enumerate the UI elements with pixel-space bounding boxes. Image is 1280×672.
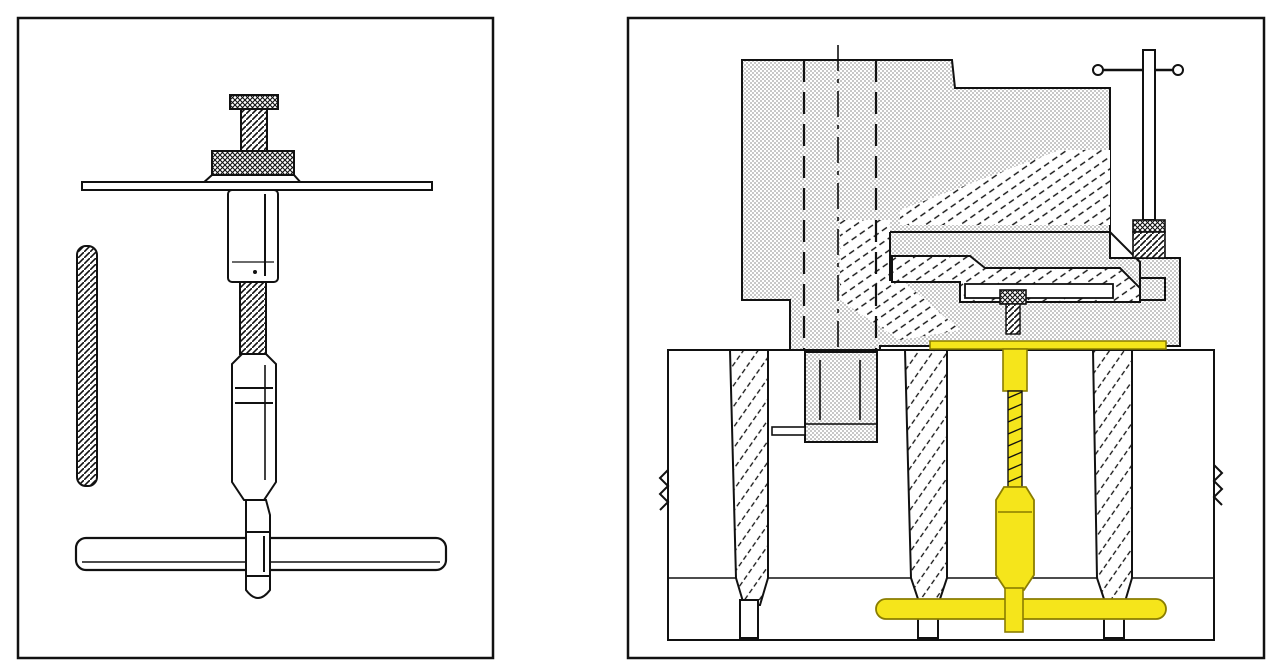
panel-tool-detail: [16, 16, 495, 660]
ejector-pin-1: [728, 349, 769, 639]
core-insert: [771, 351, 878, 443]
highlight-sleeve: [1002, 348, 1028, 392]
highlight-knurled-screw: [999, 289, 1027, 305]
bridge-plate: [81, 181, 433, 191]
upper-sleeve: [227, 189, 279, 283]
thumb-screw: [229, 94, 279, 152]
t-handle-bar: [74, 531, 448, 577]
threaded-rod: [76, 245, 98, 487]
clamp-screw: [1092, 49, 1184, 259]
knurled-nut: [211, 150, 295, 176]
slide-pocket: [964, 283, 1114, 299]
highlight-plate: [929, 340, 1167, 350]
highlight-handle-body: [995, 486, 1035, 591]
panel-left-frame: [16, 16, 495, 660]
panel-installed-view: [626, 16, 1266, 660]
tool-body: [231, 353, 277, 501]
highlighted-tool: [875, 289, 1167, 633]
threaded-shaft: [239, 281, 267, 355]
section-hatch-upper: [900, 150, 1110, 225]
panel-right-frame: [626, 16, 1266, 660]
